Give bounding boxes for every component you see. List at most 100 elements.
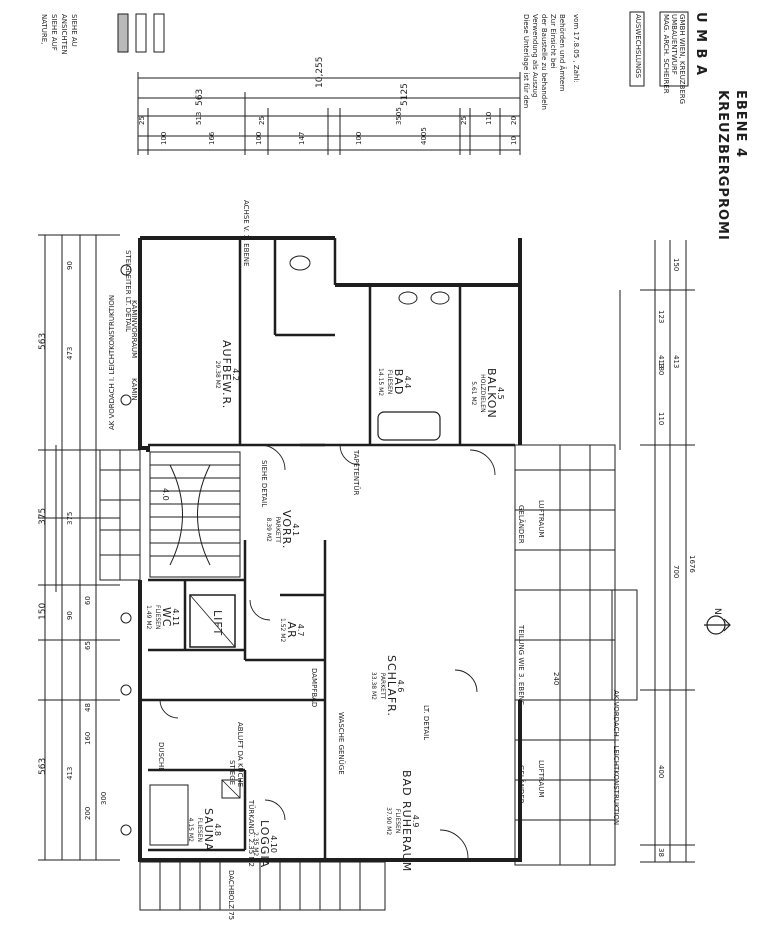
stamp-line-3: ANSICHTEN: [60, 14, 68, 55]
stamp-line-4: SIEHE AU: [70, 14, 78, 47]
dim-li-375: 375: [66, 511, 74, 525]
dim-r4-4: 100: [355, 131, 363, 145]
auswechslung-box: [629, 11, 645, 87]
note-line-3: der Baustelle zu behandeln: [540, 14, 548, 110]
top-dimensions: [137, 72, 521, 155]
dim-li-90b: 90: [66, 611, 74, 620]
left-overhang-grid: [99, 449, 141, 581]
sink-1: [398, 291, 418, 305]
annotation-gelaender-1: GELÄNDER: [517, 505, 525, 544]
dim-left-563a: 563: [38, 332, 48, 350]
note-line-5: Behörden und Ämtern: [558, 14, 566, 92]
dim-ld-65: 65: [84, 641, 92, 650]
annotation-abluft: ABLUFT DA KÜCHE: [236, 722, 244, 788]
dim-right-123: 123: [657, 310, 665, 324]
room-sauna: 4.8 SAUNA FLIESEN 4.15 M2: [187, 808, 222, 852]
room-lift: LIFT: [211, 610, 224, 637]
annotation-dampfbad: DAMPFBAD: [310, 668, 318, 708]
annotation-tuerkand: TÜRKAND. 2.35 M2: [247, 800, 255, 867]
dim-right-413b: 413: [672, 355, 680, 369]
dim-li-473: 473: [66, 346, 74, 360]
dim-r3-0: 25: [138, 116, 146, 125]
dim-r4-5: 4005: [420, 127, 428, 145]
room-stair: 4.0: [161, 488, 170, 501]
dim-r4-2: 100: [255, 131, 263, 145]
dim-li-200: 200: [84, 806, 92, 820]
dim-left-375: 375: [38, 507, 48, 525]
annotation-teilung: TEILUNG WIE 3. EBENE: [517, 625, 525, 706]
legend-swatch-gray: [117, 13, 129, 53]
legend-swatch-white: [135, 13, 147, 53]
dim-r3-1: 513: [195, 111, 203, 125]
dim-li-60: 60: [84, 596, 92, 605]
dim-r3-5: 110: [485, 111, 493, 125]
bathtub: [377, 411, 441, 441]
annotation-vordach-right: AK VORDACH I. LEICHTKONSTRUKTION: [612, 690, 620, 826]
dim-right-400: 400: [657, 765, 665, 779]
dim-r3-4: 25: [460, 116, 468, 125]
dim-right-150: 150: [672, 258, 680, 272]
dim-top-5125: 5125: [400, 83, 410, 106]
stamp-box-line-1: MAG. ARCH. SCHEIRER: [662, 14, 670, 94]
dim-ld-48: 48: [84, 703, 92, 712]
dim-r3-2: 25: [258, 116, 266, 125]
dim-top-total: 10,255: [315, 56, 325, 89]
annotation-dachbolz: DACHBOLZ 75: [227, 870, 235, 921]
dim-r4-0: 100: [160, 131, 168, 145]
floor-label: EBENE 4: [733, 90, 748, 159]
dim-r4-1: 166: [208, 131, 216, 145]
north-label: N: [712, 608, 722, 615]
left-dimensions: [38, 234, 120, 861]
stamp-box-line-3: GMBH WIEN, KREUZBERG: [678, 14, 686, 105]
dim-li-90: 90: [66, 261, 74, 270]
annotation-stiege: STIEGE: [228, 760, 236, 786]
annotation-kamin: KAMIN: [130, 378, 138, 401]
legend-swatch-outline: [153, 13, 165, 53]
roof-overhang: [139, 861, 386, 911]
annotation-gelaender-2: GELÄNDER: [517, 765, 525, 804]
room-wc: 4.11 WC FLIESEN 1.49 M2: [145, 605, 180, 630]
door-swings: [159, 444, 496, 859]
architect-label: U M B A: [693, 12, 708, 77]
stamp-line-1: NATURE,: [40, 14, 48, 45]
stamp-box-line-2: UMBAUENTWURF: [670, 14, 678, 75]
annotation-luftraum-1: LUFTRAUM: [537, 500, 545, 538]
lift-shaft: [189, 594, 236, 648]
sauna-bench: [149, 784, 189, 846]
room-balkon: 4.5 BALKON HOLZDIELEN 5.61 M2: [470, 368, 505, 419]
sauna-oven: [221, 779, 241, 799]
drawing-title: KREUZBERGPROMI: [715, 90, 730, 241]
room-ar: 4.7 AR 1.52 M2: [279, 618, 305, 643]
right-dimensions: [619, 240, 695, 863]
staircase: [149, 451, 241, 578]
note-line-6: vom 17.8.05 , Zahl:: [572, 14, 580, 83]
annotation-lt-detail: LT. DETAIL: [422, 705, 430, 741]
stamp-line-2: SIEHE AUF: [50, 14, 58, 51]
dim-r4-6: 10: [510, 136, 518, 145]
annotation-tapetentuer: TAPETENTÜR: [352, 450, 360, 496]
dim-li-413: 413: [66, 766, 74, 780]
architect-stamp-box: [659, 11, 689, 87]
sink-2: [430, 291, 450, 305]
note-line-4: Zur Einsicht bei: [549, 14, 557, 69]
dim-r4-3: 147: [298, 131, 306, 145]
dim-right-180: 180: [657, 362, 665, 376]
north-arrow-icon: [704, 615, 731, 635]
dim-ld-300: 300: [100, 791, 108, 805]
annotation-luftraum-2: LUFTRAUM: [537, 760, 545, 798]
dim-right-240: 240: [552, 672, 560, 686]
dim-left-563b: 563: [38, 757, 48, 775]
room-aufbew: 4.2 AUFBEW.R. 29.38 M2: [214, 340, 240, 410]
annotation-kaminvorraum: KAMINVORRAUM: [130, 300, 138, 359]
dim-right-1676: 1676: [688, 555, 696, 573]
annotation-vordach-left: AK VORDACH I. LEICHTKONSTRUKTION: [108, 294, 116, 430]
dim-r3-6: 20: [510, 116, 518, 125]
inner-walls: [140, 238, 515, 860]
room-loggia: 4.10 LOGGIA 2.35 M2: [252, 820, 278, 869]
note-line-1: Diese Unterlage ist für den: [522, 14, 530, 109]
note-line-2: Verwendung als Auszug: [531, 14, 539, 98]
dim-right-700: 700: [672, 565, 680, 579]
auswechslung-label: AUSWECHSLUNGS: [634, 14, 642, 79]
dim-right-38: 38: [657, 848, 665, 857]
